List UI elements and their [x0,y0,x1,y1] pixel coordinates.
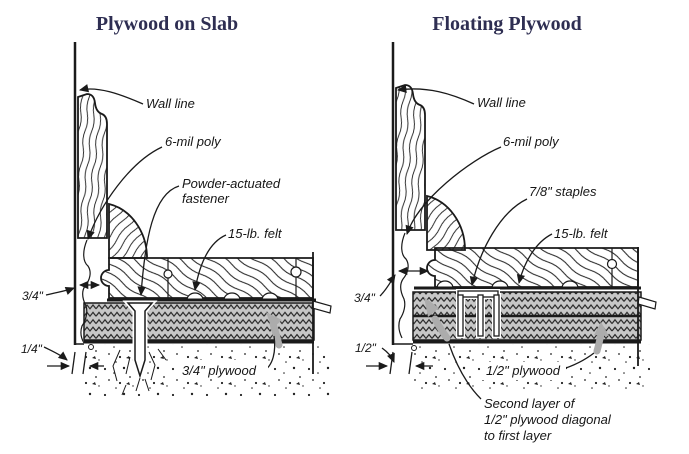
label-felt: 15-lb. felt [554,226,609,241]
leader-wall-line [396,84,475,105]
label-backplate [482,362,566,380]
baseboard [77,93,108,239]
concrete-cracks [112,348,167,396]
label-wall-line: Wall line [146,96,195,111]
label-fastener-line1: Powder-actuated [182,176,281,191]
leader-wall-line [78,84,144,105]
plywood-pointer-arrowhead [266,312,282,329]
label-second-layer-line2: 1/2" plywood diagonal [484,412,612,427]
slab-pebble [88,344,94,350]
strip-flooring [426,247,639,288]
flooring-joint-groove [163,269,173,279]
leader-expansion-dim [43,346,68,361]
flooring-joint-groove [290,266,302,278]
label-expansion-dimension: 1/4" [21,342,43,356]
label-felt: 15-lb. felt [228,226,283,241]
label-fastener-line2: fastener [182,191,230,206]
poly-membrane-line [80,239,91,344]
left-diagram-title: Plywood on Slab [96,13,238,35]
leader-poly [86,146,163,240]
label-wall-line: Wall line [477,95,526,110]
label-plywood: 1/2" plywood [486,363,561,378]
dimension-tick [82,351,87,375]
label-staples: 7/8" staples [529,184,597,199]
flooring-joint-groove [606,258,618,270]
label-second-layer-line3: to first layer [484,428,552,443]
label-plywood: 3/4" plywood [182,363,257,378]
leader-expansion-dim [381,347,395,363]
label-backplate [178,360,268,379]
label-gap-dimension: 3/4" [354,291,376,305]
left-diagram: Plywood on Slab [21,13,332,396]
right-diagram: Floating Plywood [354,13,657,443]
dimension-tick [408,351,413,375]
slab-pebble [411,345,417,351]
dimension-tick [71,351,76,375]
shoe-molding [426,194,466,251]
leader-gap-dim [45,287,75,296]
right-diagram-title: Floating Plywood [432,13,581,35]
leader-poly [405,146,502,235]
staples [457,290,500,337]
label-expansion-dimension: 1/2" [355,341,377,355]
leader-felt [192,234,227,292]
powder-actuated-fastener [126,302,154,379]
label-second-layer-line1: Second layer of [484,396,576,411]
label-gap-dimension: 3/4" [22,289,44,303]
poly-membrane-line [398,232,409,339]
second-layer-pointer-shaft [431,315,451,342]
leader-second-layer [448,343,482,400]
baseboard [395,84,426,231]
leader-gap-dim [379,274,396,297]
strip-flooring [100,257,314,299]
leader-felt [516,233,553,285]
shoe-molding [108,202,148,259]
plywood-pointer-arrowhead [594,322,609,336]
leader-fastener [137,185,180,297]
second-layer-pointer-arrowhead [424,297,439,317]
label-poly: 6-mil poly [165,134,222,149]
label-poly: 6-mil poly [503,134,560,149]
felt-tab [311,300,332,314]
leader-staples [469,198,528,287]
plywood-pointer-shaft [593,330,605,355]
